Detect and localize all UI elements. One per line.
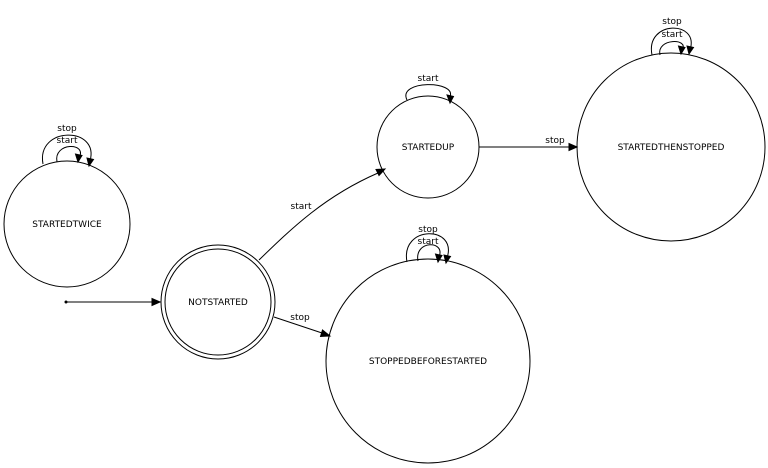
transition-notstarted-startedup[interactable]: start [258,168,387,261]
arrowhead-notstarted-stoppedbeforestarted [319,329,332,338]
edge-label-startedup-startedthenstopped: stop [545,136,565,146]
initial-transition[interactable] [64,297,162,307]
arrowhead-notstarted-startedup [375,168,387,177]
edge-self-loop-startedthenstopped-stop [650,27,692,56]
edge-notstarted-stoppedbeforestarted [273,316,323,334]
state-label-notstarted: NOTSTARTED [188,298,248,308]
self-loop-startedup[interactable]: start [405,74,455,105]
edge-label-self-loop-stoppedbeforestarted-stop: stop [418,225,438,235]
initial-arrowhead [151,297,162,307]
arrowhead-self-loop-stoppedbeforestarted-stop [443,254,452,265]
edge-label-notstarted-stoppedbeforestarted: stop [290,313,310,323]
state-node-stoppedbeforestarted[interactable]: STOPPEDBEFORESTARTED [325,258,531,464]
arrowhead-startedup-startedthenstopped [568,142,579,152]
state-inner-circle-notstarted [164,248,272,356]
edge-label-self-loop-startedtwice-stop: stop [57,124,77,134]
edge-notstarted-startedup [258,172,379,261]
state-label-startedtwice: STARTEDTWICE [32,220,102,230]
state-label-startedthenstopped: STARTEDTHENSTOPPED [618,143,725,153]
state-circle-startedtwice [3,160,131,288]
edge-label-self-loop-startedthenstopped-stop: stop [662,17,682,27]
arrowhead-self-loop-startedtwice-stop [86,157,95,168]
initial-point [64,300,68,304]
edge-label-self-loop-startedthenstopped-start: start [662,30,683,40]
arrowhead-self-loop-startedthenstopped-start [677,45,686,56]
self-loop-stoppedbeforestarted[interactable]: start stop [406,225,452,265]
edge-self-loop-startedtwice-start [56,146,81,163]
edge-self-loop-startedup [405,84,451,101]
edge-label-self-loop-startedup: start [418,74,439,84]
arrowhead-self-loop-startedthenstopped-stop [686,45,695,56]
edge-self-loop-stoppedbeforestarted-start [417,244,441,262]
state-node-notstarted[interactable]: NOTSTARTED [160,244,276,360]
arrowhead-self-loop-stoppedbeforestarted-start [434,253,443,264]
self-loop-startedthenstopped[interactable]: start stop [650,17,695,56]
edge-self-loop-startedtwice-stop [42,134,92,165]
state-label-stoppedbeforestarted: STOPPEDBEFORESTARTED [369,357,487,367]
arrowhead-self-loop-startedup [446,94,455,105]
state-label-startedup: STARTEDUP [402,143,455,153]
edge-self-loop-stoppedbeforestarted-stop [406,233,449,263]
state-node-startedtwice[interactable]: STARTEDTWICE [3,160,131,288]
edge-label-self-loop-startedtwice-start: start [57,136,78,146]
state-circle-stoppedbeforestarted [325,258,531,464]
transition-notstarted-stoppedbeforestarted[interactable]: stop [273,313,332,338]
transition-startedup-startedthenstopped[interactable]: stop [479,136,579,152]
state-node-startedthenstopped[interactable]: STARTEDTHENSTOPPED [576,52,766,242]
edge-label-notstarted-startedup: start [291,202,312,212]
state-node-startedup[interactable]: STARTEDUP [376,95,480,199]
self-loop-startedtwice[interactable]: start stop [42,124,95,168]
arrowhead-self-loop-startedtwice-start [74,153,83,164]
edge-label-self-loop-stoppedbeforestarted-start: start [418,237,439,247]
